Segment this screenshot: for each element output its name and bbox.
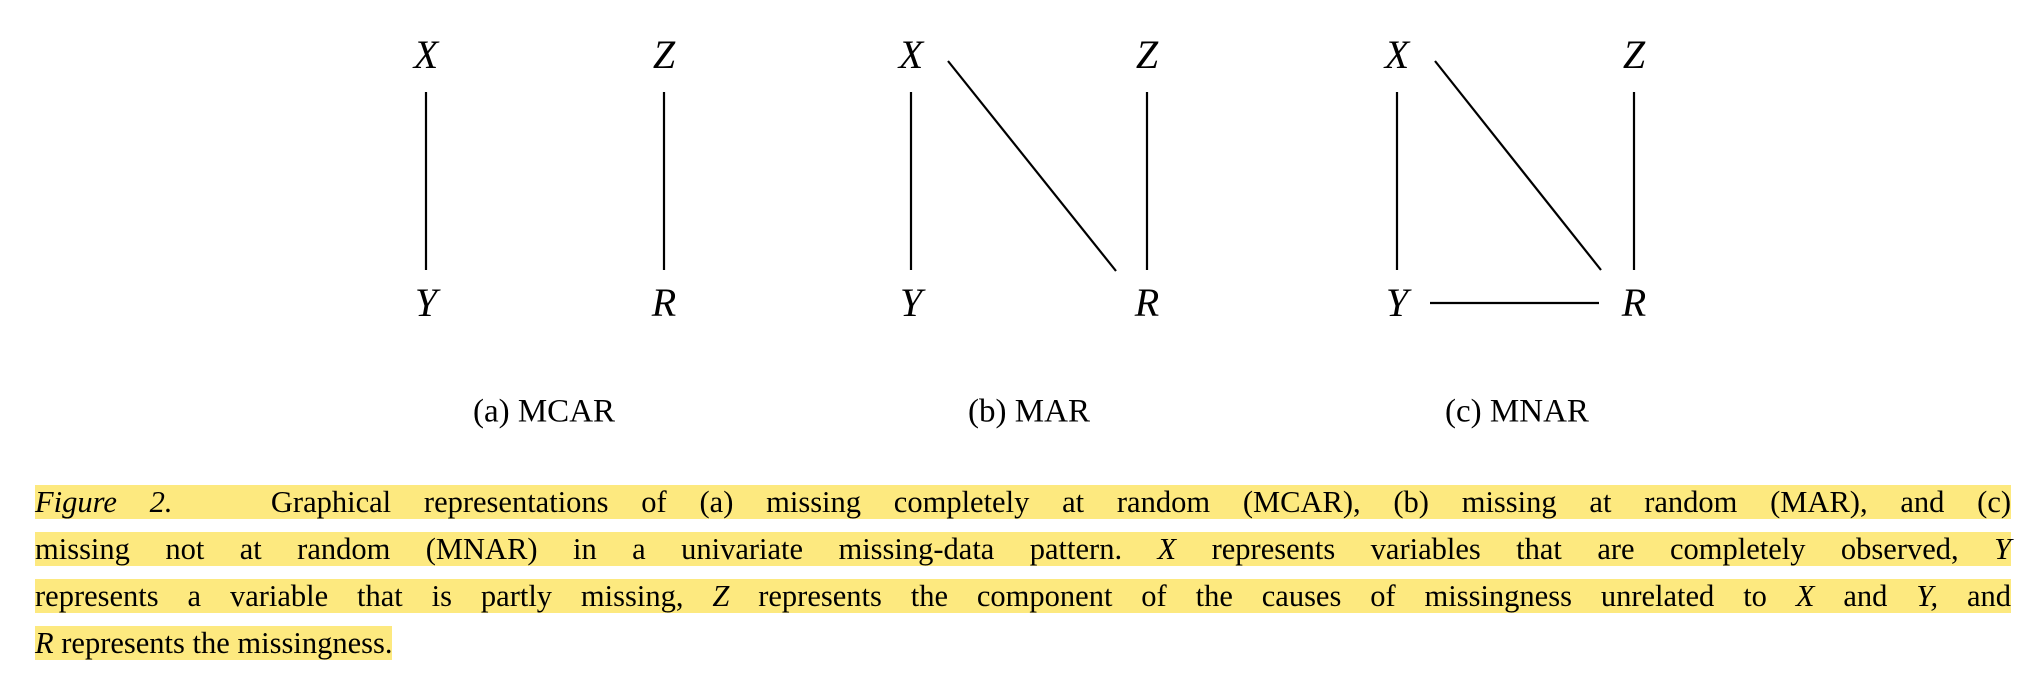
caption-text: represents the missingness. bbox=[61, 626, 393, 660]
subcaption-mar: (b) MAR bbox=[968, 393, 1090, 430]
caption-line-2: missing not at random (MNAR) in a univar… bbox=[35, 532, 2011, 566]
subcaption-mcar: (a) MCAR bbox=[472, 393, 616, 430]
caption-var-y: Y, bbox=[1916, 579, 1939, 613]
caption-line-4: R represents the missingness. bbox=[35, 626, 393, 660]
caption-var-y: Y bbox=[1994, 532, 2012, 566]
node-a-y: Y bbox=[414, 280, 438, 325]
node-c-z: Z bbox=[1622, 32, 1646, 77]
caption-var-x: X bbox=[1795, 579, 1815, 613]
caption-text: and bbox=[1843, 579, 1888, 613]
node-a-x: X bbox=[413, 32, 439, 77]
node-c-x: X bbox=[1384, 32, 1410, 77]
caption-text: Graphical representations of (a) missing… bbox=[270, 485, 2012, 519]
caption-var-r: R bbox=[35, 626, 54, 660]
caption-text: represents the component of the causes o… bbox=[758, 579, 1767, 613]
caption-line-3: represents a variable that is partly mis… bbox=[35, 579, 2011, 613]
node-a-r: R bbox=[651, 280, 677, 325]
node-b-y: Y bbox=[899, 280, 923, 325]
node-c-y: Y bbox=[1385, 280, 1409, 325]
caption-text: and bbox=[1966, 579, 2012, 613]
caption-var-z: Z bbox=[712, 579, 730, 613]
edge-b-x-r bbox=[947, 60, 1117, 272]
caption-var-x: X bbox=[1157, 532, 1177, 566]
node-a-z: Z bbox=[652, 32, 676, 77]
graph-edges bbox=[424, 60, 1636, 305]
caption-line-1: Figure 2. Graphical representations of (… bbox=[35, 485, 2011, 519]
edge-c-x-r bbox=[1434, 60, 1602, 271]
caption-text: represents variables that are completely… bbox=[1211, 532, 1959, 566]
figure-label: Figure 2. bbox=[35, 485, 173, 519]
caption-text: missing not at random (MNAR) in a univar… bbox=[35, 532, 1123, 566]
node-c-r: R bbox=[1621, 280, 1647, 325]
node-b-z: Z bbox=[1135, 32, 1159, 77]
subcaption-mnar: (c) MNAR bbox=[1445, 393, 1589, 430]
node-b-r: R bbox=[1134, 280, 1160, 325]
node-b-x: X bbox=[898, 32, 924, 77]
caption-text: represents a variable that is partly mis… bbox=[35, 579, 684, 613]
